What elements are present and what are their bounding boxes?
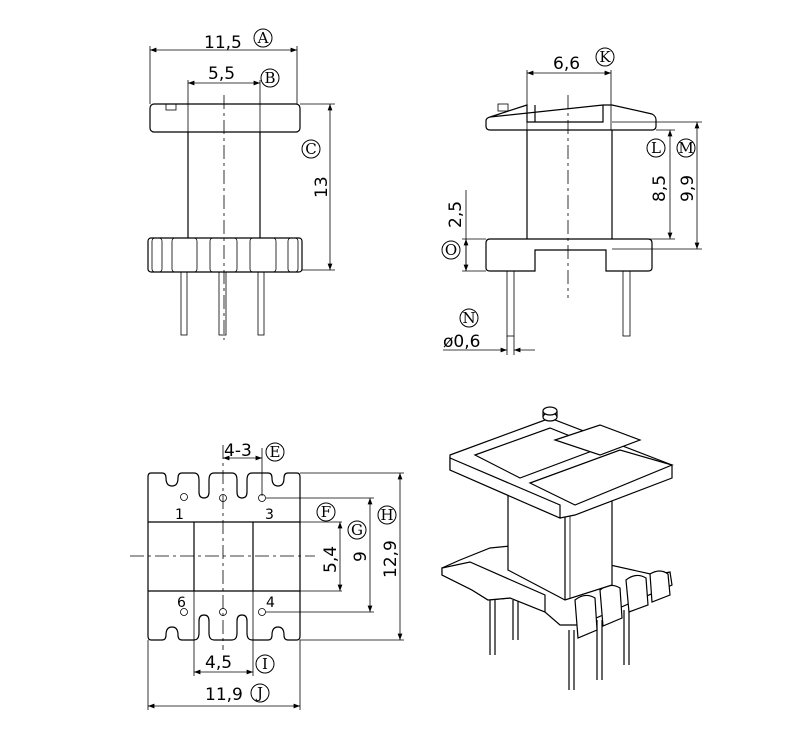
label-e: E (270, 443, 281, 461)
dim-pitch-x-text: 4,5 (205, 653, 232, 673)
label-f: F (321, 503, 331, 521)
label-n: N (462, 309, 475, 327)
dim-depth-text: 12,9 (381, 540, 401, 578)
dim-base-text: 2,5 (446, 201, 466, 228)
dim-total-text: 9,9 (678, 175, 698, 202)
label-c: C (305, 140, 316, 158)
dim-width-text: 11,5 (204, 33, 242, 53)
label-j: J (255, 684, 263, 702)
side-view: 6,6 K 8,5 L 9,9 M 2,5 O ø0,6 N (441, 47, 702, 355)
label-i: I (262, 655, 268, 673)
dim-height-text: 13 (312, 176, 332, 198)
pin-label-3: 3 (265, 507, 274, 523)
dim-pin-text: ø0,6 (443, 332, 480, 352)
dim-pitch-y-text: 9 (351, 551, 371, 562)
label-h: H (380, 506, 393, 524)
pin-label-6: 6 (177, 595, 186, 611)
label-k: K (599, 48, 611, 66)
dim-inner-text: 5,4 (321, 546, 341, 573)
label-l: L (651, 139, 661, 157)
front-view: 11,5 A 5,5 B 13 C (147, 28, 335, 340)
label-m: M (678, 139, 693, 157)
pin-label-4: 4 (266, 595, 275, 611)
dim-width-bottom-text: 11,9 (205, 685, 243, 705)
label-b: B (264, 69, 275, 87)
dim-core-text: 5,5 (208, 64, 235, 84)
dim-holes-text: 4-3 (224, 441, 252, 461)
label-g: G (351, 521, 363, 539)
isometric-view (441, 406, 674, 690)
label-a: A (257, 29, 269, 47)
label-o: O (445, 241, 457, 259)
dim-core-side-text: 6,6 (553, 54, 580, 74)
dim-window-text: 8,5 (650, 175, 670, 202)
pin-label-1: 1 (175, 507, 184, 523)
bottom-view: 1 3 6 4 4-3 E F 5,4 G 9 12,9 H 4 (130, 441, 404, 710)
